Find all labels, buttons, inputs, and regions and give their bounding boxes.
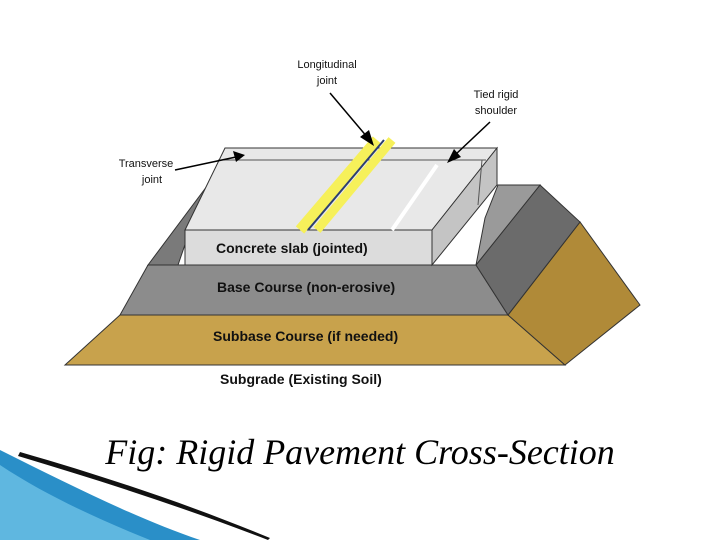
transverse-joint-label-line2: joint: [141, 174, 162, 186]
annotation-arrows: [174, 92, 491, 171]
subbase-course-layer: [63, 221, 641, 366]
figure-caption: Fig: Rigid Pavement Cross-Section: [105, 432, 615, 472]
base-course-layer: [119, 181, 581, 316]
base-course-label: Base Course (non-erosive): [217, 279, 395, 295]
tied-rigid-shoulder-label-line1: Tied rigid: [474, 89, 519, 101]
subgrade-label: Subgrade (Existing Soil): [220, 371, 382, 387]
longitudinal-joint-label-line2: joint: [316, 75, 337, 87]
transverse-joint-label-line1: Transverse: [119, 158, 174, 170]
concrete-slab-label: Concrete slab (jointed): [216, 240, 368, 256]
slide-decoration: [0, 450, 270, 540]
diagram-labels: Longitudinal joint Tied rigid shoulder T…: [119, 59, 519, 387]
longitudinal-joint-line: [295, 136, 396, 234]
shoulder-joint-line: [390, 163, 439, 232]
subbase-course-label: Subbase Course (if needed): [213, 328, 398, 344]
tied-rigid-shoulder-label-line2: shoulder: [475, 105, 518, 117]
longitudinal-joint-label-line1: Longitudinal: [297, 59, 356, 71]
